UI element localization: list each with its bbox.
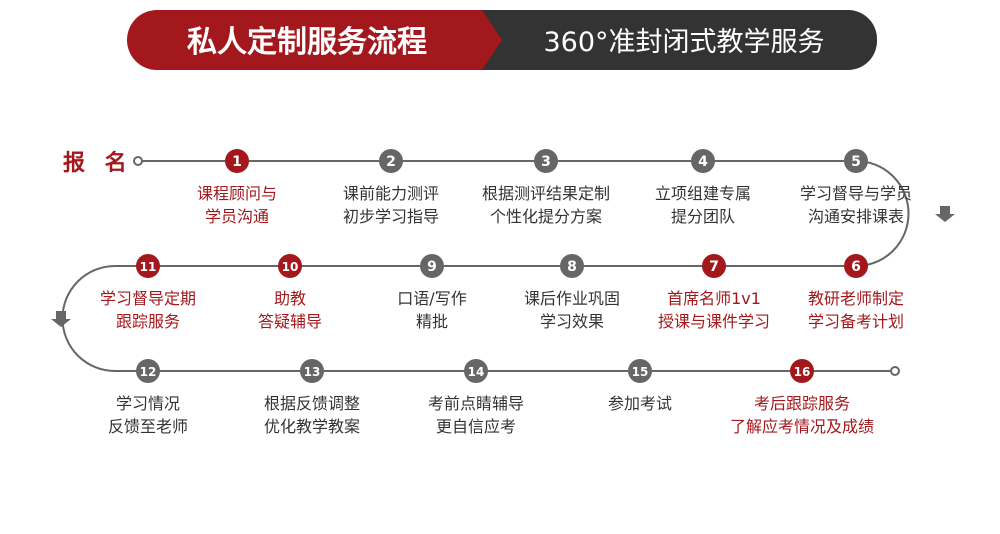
step-1-number: 1 <box>232 154 242 170</box>
step-7-label: 首席名师1v1 授课与课件学习 <box>657 289 770 331</box>
step-13-label: 根据反馈调整 优化教学教案 <box>263 394 360 436</box>
step-4-label: 立项组建专属 提分团队 <box>654 184 751 226</box>
step-12-number: 12 <box>140 365 157 379</box>
step-15-number: 15 <box>632 365 649 379</box>
step-9-marker <box>420 254 444 278</box>
step-11-number: 11 <box>140 260 157 274</box>
step-8-label: 课后作业巩固 学习效果 <box>523 289 620 331</box>
connector-line <box>61 160 910 372</box>
step-10-label: 助教 答疑辅导 <box>257 289 322 331</box>
step-3-number: 3 <box>541 154 551 170</box>
end-dot <box>890 366 900 376</box>
step-10-marker <box>278 254 302 278</box>
step-2-label: 课前能力测评 初步学习指导 <box>342 184 439 226</box>
step-12-marker <box>136 359 160 383</box>
step-3-label: 根据测评结果定制 个性化提分方案 <box>481 184 610 226</box>
step-11-marker <box>136 254 160 278</box>
step-14-label: 考前点睛辅导 更自信应考 <box>427 394 524 436</box>
step-15-label: 参加考试 <box>607 394 672 413</box>
step-3-marker <box>534 149 558 173</box>
header-banner: 私人定制服务流程 360°准封闭式教学服务 <box>127 10 877 70</box>
banner-red-segment <box>127 10 502 70</box>
step-13-marker <box>300 359 324 383</box>
step-5-number: 5 <box>851 154 861 170</box>
step-9-number: 9 <box>427 259 437 275</box>
step-2-marker <box>379 149 403 173</box>
step-6-marker <box>844 254 868 278</box>
step-16-label: 考后跟踪服务 了解应考情况及成绩 <box>729 394 874 436</box>
step-5-label: 学习督导与学员 沟通安排课表 <box>799 184 912 226</box>
step-7-number: 7 <box>709 259 719 275</box>
step-9-label: 口语/写作 精批 <box>397 289 467 331</box>
step-8-number: 8 <box>567 259 577 275</box>
step-14-number: 14 <box>468 365 485 379</box>
banner-title: 私人定制服务流程 <box>187 25 427 60</box>
step-16-number: 16 <box>794 365 811 379</box>
step-5-marker <box>844 149 868 173</box>
step-1-label: 课程顾问与 学员沟通 <box>196 184 277 226</box>
down-arrow-icon <box>935 206 955 222</box>
step-6-number: 6 <box>851 259 861 275</box>
start-label: 报 名 <box>63 151 133 176</box>
step-13-number: 13 <box>304 365 321 379</box>
step-15-marker <box>628 359 652 383</box>
step-11-label: 学习督导定期 跟踪服务 <box>99 289 196 331</box>
banner-dark-segment <box>482 10 877 70</box>
step-8-marker <box>560 254 584 278</box>
step-2-number: 2 <box>386 154 396 170</box>
flow-connectors <box>51 156 955 376</box>
banner-subtitle: 360°准封闭式教学服务 <box>543 27 824 58</box>
step-1-marker <box>225 149 249 173</box>
step-14-marker <box>464 359 488 383</box>
step-10-number: 10 <box>282 260 299 274</box>
step-6-label: 教研老师制定 学习备考计划 <box>807 289 904 331</box>
step-12-label: 学习情况 反馈至老师 <box>107 394 188 436</box>
step-7-marker <box>702 254 726 278</box>
step-4-number: 4 <box>698 154 708 170</box>
down-arrow-icon <box>51 311 71 327</box>
step-4-marker <box>691 149 715 173</box>
step-16-marker <box>790 359 814 383</box>
start-dot <box>133 156 143 166</box>
